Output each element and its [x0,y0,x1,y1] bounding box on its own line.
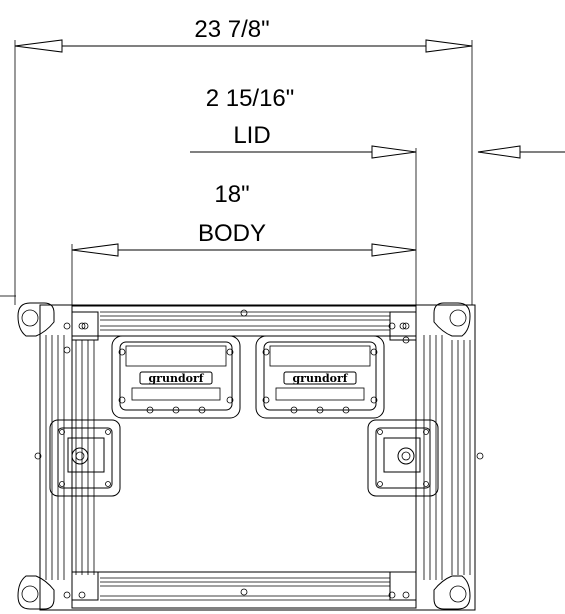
right-rail [388,322,484,599]
corner-bottom-left [17,571,99,610]
overall-dimension: 23 7/8" [14,16,473,305]
handle-right: grundorf [255,335,385,419]
arrow-left-icon [14,39,63,53]
arrow-right-icon [371,145,417,159]
handle-left-logo: grundorf [148,372,204,385]
arrow-left-icon [71,243,119,257]
body-dimension: 18" BODY [71,148,417,305]
handle-right-logo: grundorf [292,372,348,385]
latch-left [49,419,121,497]
lid-dimension-value: 2 15/16" [206,85,295,112]
lid-dimension: 2 15/16" LID [190,85,565,159]
arrow-right-icon [371,243,417,257]
overall-dimension-label: 23 7/8" [194,16,269,43]
body-dimension-value: 18" [214,181,249,208]
top-rail [71,305,417,337]
bottom-rail [71,571,417,609]
handle-left: grundorf [111,335,241,419]
case-body: grundorf grundorf [17,302,484,611]
corner-top-left [17,302,99,341]
lid-dimension-label: LID [233,122,270,149]
corner-bottom-right [389,571,471,610]
arrow-left-icon [477,145,521,159]
latch-right [367,419,439,497]
body-dimension-label: BODY [198,220,266,247]
arrow-right-icon [425,39,473,53]
left-rail [34,322,95,599]
corner-top-right [389,302,471,341]
